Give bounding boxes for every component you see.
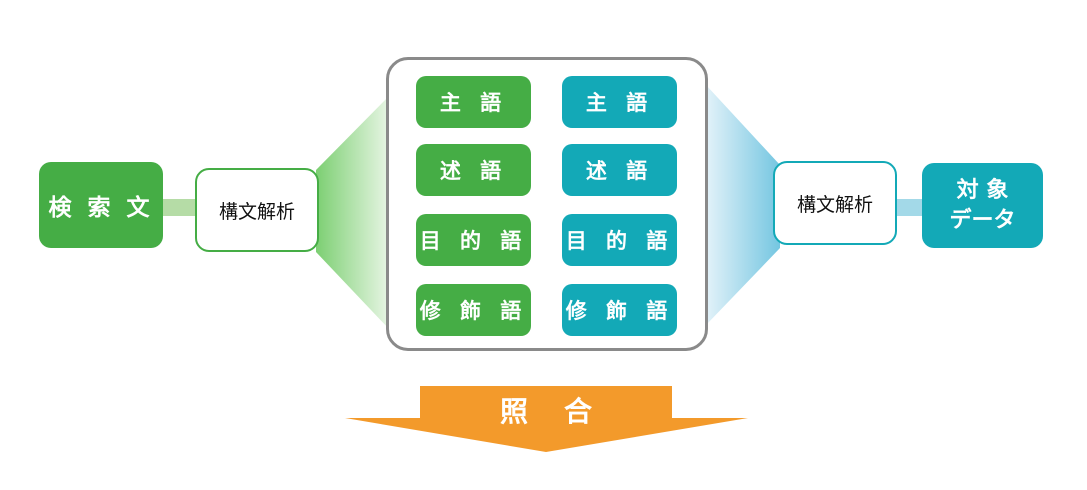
target-data-line1: 対 象 [956,177,1009,203]
right-parser-box: 構文解析 [773,161,897,245]
green-object: 目 的 語 [416,214,531,266]
green-funnel [316,95,390,330]
left-connector [163,199,195,216]
green-modifier: 修 飾 語 [416,284,531,336]
green-subject: 主 語 [416,76,531,128]
match-arrow-label: 照合 [499,395,628,428]
target-data-box: 対 象 データ [922,163,1043,248]
search-text-label: 検 索 文 [48,195,154,221]
teal-modifier: 修 飾 語 [562,284,677,336]
right-parser-label: 構文解析 [796,193,873,216]
search-text-box: 検 索 文 [39,162,163,248]
teal-funnel [706,85,780,325]
left-parser-label: 構文解析 [218,200,295,223]
teal-object: 目 的 語 [562,214,677,266]
target-data-line2: データ [949,207,1016,233]
match-arrow [345,386,748,452]
green-predicate: 述 語 [416,144,531,196]
left-parser-box: 構文解析 [195,168,319,252]
teal-subject: 主 語 [562,76,677,128]
syntax-elements-panel: 主 語 述 語 目 的 語 修 飾 語 主 語 述 語 目 的 語 修 飾 語 [386,57,708,351]
teal-predicate: 述 語 [562,144,677,196]
right-connector [897,199,922,216]
